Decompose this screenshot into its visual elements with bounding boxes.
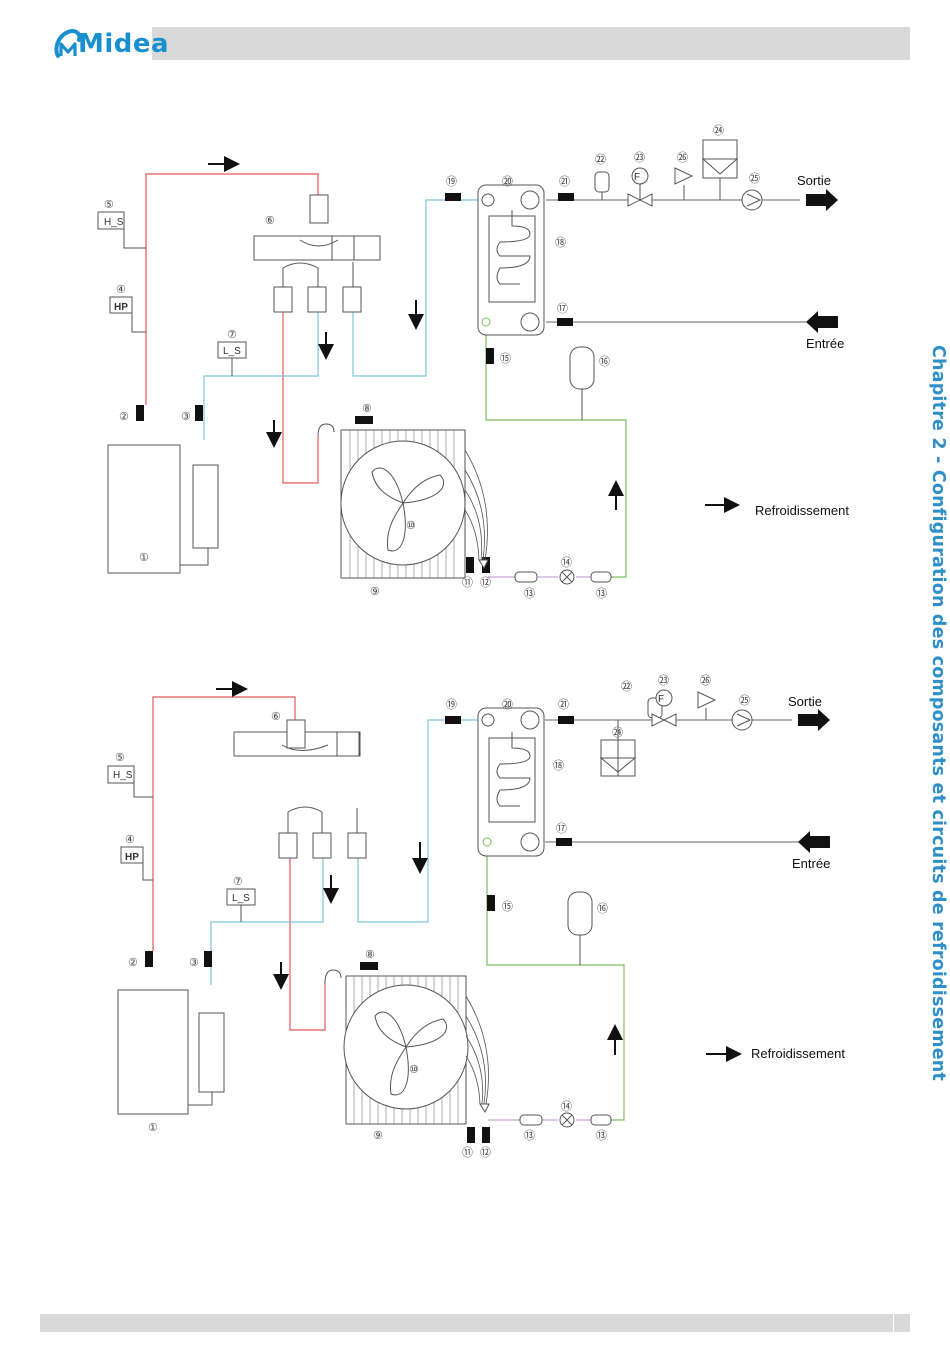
svg-text:⑯: ⑯ <box>599 355 610 368</box>
accumulator <box>193 465 218 548</box>
svg-text:⑳: ⑳ <box>502 175 513 188</box>
flow-meter-label: F <box>634 172 640 183</box>
svg-text:⑬: ⑬ <box>524 1129 535 1142</box>
svg-text:㉔: ㉔ <box>612 726 623 739</box>
accumulator <box>199 1013 224 1092</box>
legend-label: Refroidissement <box>755 503 849 518</box>
sortie-label: Sortie <box>797 173 831 188</box>
footer-bar <box>40 1314 910 1332</box>
svg-text:⑦: ⑦ <box>227 329 237 341</box>
svg-text:㉕: ㉕ <box>749 172 760 185</box>
entree-label: Entrée <box>792 856 830 871</box>
svg-text:⑬: ⑬ <box>524 587 535 600</box>
svg-text:⑫: ⑫ <box>480 576 491 589</box>
svg-text:⑤: ⑤ <box>115 752 125 764</box>
svg-text:㉓: ㉓ <box>634 151 645 164</box>
svg-text:⑭: ⑭ <box>561 1100 572 1113</box>
water-loop <box>487 850 624 1120</box>
svg-text:⑮: ⑮ <box>500 352 511 365</box>
svg-text:⑬: ⑬ <box>596 1129 607 1142</box>
suction-line <box>204 312 318 440</box>
svg-text:㉒: ㉒ <box>595 153 606 166</box>
suction-line-exchanger <box>358 720 480 922</box>
diagram-2: H_S HP L_S F Sortie Entrée Refroidisseme… <box>108 674 845 1159</box>
discharge-line-coil <box>283 312 318 483</box>
svg-text:①: ① <box>148 1122 158 1134</box>
l-s-label: L_S <box>232 893 250 904</box>
svg-text:㉑: ㉑ <box>558 698 569 711</box>
svg-text:⑧: ⑧ <box>362 403 372 415</box>
footer-divider <box>893 1314 894 1332</box>
svg-text:⑰: ⑰ <box>556 822 567 835</box>
entree-label: Entrée <box>806 336 844 351</box>
svg-text:⑦: ⑦ <box>233 876 243 888</box>
svg-text:④: ④ <box>125 834 135 846</box>
svg-text:③: ③ <box>181 411 191 423</box>
svg-text:②: ② <box>128 957 138 969</box>
svg-text:⑯: ⑯ <box>597 902 608 915</box>
l-s-label: L_S <box>223 346 241 357</box>
svg-text:⑩: ⑩ <box>406 520 416 532</box>
svg-text:⑧: ⑧ <box>365 949 375 961</box>
svg-text:⑮: ⑮ <box>502 900 513 913</box>
svg-text:⑲: ⑲ <box>446 698 457 711</box>
svg-text:⑫: ⑫ <box>480 1146 491 1159</box>
compressor <box>118 990 188 1114</box>
svg-text:⑥: ⑥ <box>265 215 275 227</box>
svg-text:⑲: ⑲ <box>446 175 457 188</box>
svg-text:㉓: ㉓ <box>658 674 669 687</box>
svg-text:⑨: ⑨ <box>373 1130 383 1142</box>
svg-text:⑥: ⑥ <box>271 711 281 723</box>
diagram-1: H_S HP L_S F Sortie Entrée Refroidisseme… <box>98 124 849 600</box>
h-s-label: H_S <box>113 770 133 781</box>
svg-text:⑨: ⑨ <box>370 586 380 598</box>
discharge-line-coil <box>290 858 325 1030</box>
svg-text:⑭: ⑭ <box>561 556 572 569</box>
sortie-label: Sortie <box>788 694 822 709</box>
svg-text:②: ② <box>119 411 129 423</box>
svg-text:⑪: ⑪ <box>462 1146 473 1159</box>
hp-label: HP <box>125 852 139 863</box>
svg-text:⑬: ⑬ <box>596 587 607 600</box>
legend-label: Refroidissement <box>751 1046 845 1061</box>
svg-text:③: ③ <box>189 957 199 969</box>
svg-text:⑳: ⑳ <box>502 698 513 711</box>
svg-text:㉖: ㉖ <box>677 151 688 164</box>
hp-label: HP <box>114 302 128 313</box>
h-s-label: H_S <box>104 217 124 228</box>
svg-text:㉑: ㉑ <box>559 175 570 188</box>
svg-text:①: ① <box>139 552 149 564</box>
flow-meter-label: F <box>658 694 664 705</box>
four-way-valve <box>254 236 380 260</box>
svg-text:㉔: ㉔ <box>713 124 724 137</box>
svg-text:⑤: ⑤ <box>104 199 114 211</box>
svg-text:⑪: ⑪ <box>462 576 473 589</box>
svg-text:④: ④ <box>116 284 126 296</box>
svg-text:⑰: ⑰ <box>557 302 568 315</box>
svg-text:⑱: ⑱ <box>555 236 566 249</box>
suction-line <box>211 858 323 985</box>
svg-text:㉖: ㉖ <box>700 674 711 687</box>
svg-text:㉒: ㉒ <box>621 680 632 693</box>
svg-text:㉕: ㉕ <box>739 694 750 707</box>
svg-text:⑩: ⑩ <box>409 1064 419 1076</box>
suction-line-exchanger <box>353 200 480 376</box>
svg-text:⑱: ⑱ <box>553 759 564 772</box>
